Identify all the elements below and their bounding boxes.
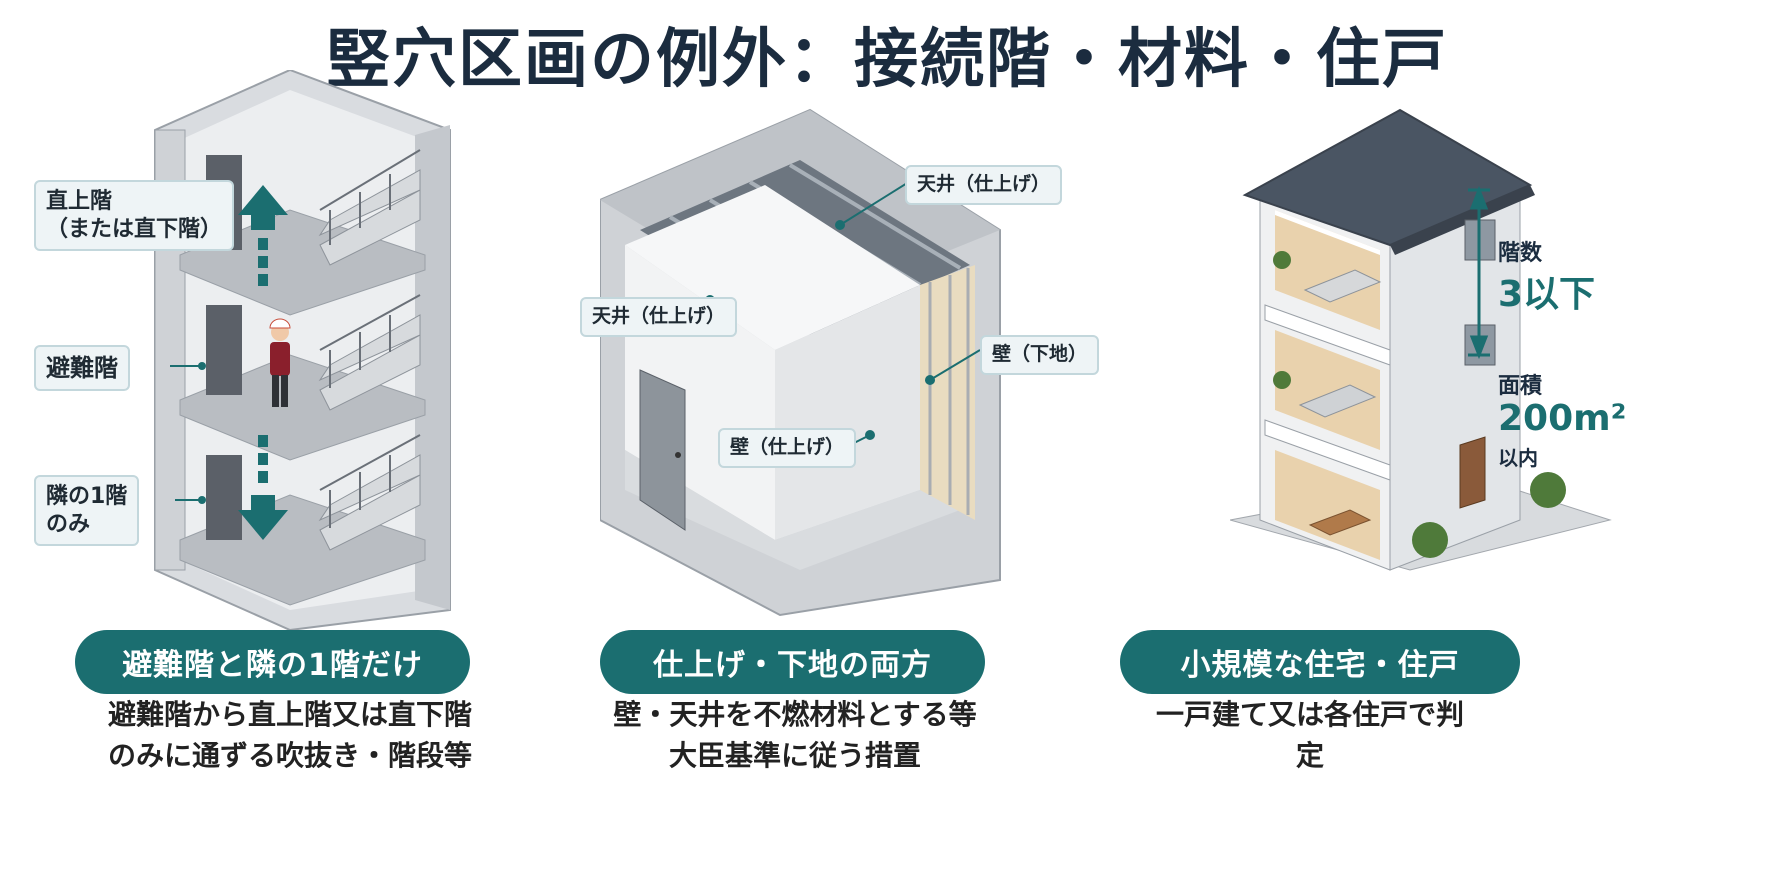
callout-evacuation-floor: 避難階 [34, 345, 130, 391]
house-illustration [1230, 108, 1612, 571]
badge-finish-and-base: 仕上げ・下地の両方 [600, 630, 985, 694]
desc-panel2: 壁・天井を不燃材料とする等 大臣基準に従う措置 [600, 695, 990, 776]
door-icon [639, 369, 686, 531]
callout-wall-finish: 壁（仕上げ） [718, 428, 857, 468]
callout-wall-base: 壁（下地） [980, 335, 1100, 375]
badge-evacuation-adjacent: 避難階と隣の1階だけ [75, 630, 470, 694]
desc-panel3: 一戸建て又は各住戸で判定 [1150, 695, 1470, 776]
area-value: 200m² [1498, 398, 1627, 439]
callout-upper-floor-label: 直上階 [46, 189, 113, 214]
callout-adjacent-floor: 隣の1階 のみ [34, 475, 140, 546]
callout-ceiling-base: 天井（仕上げ） [905, 165, 1063, 205]
floors-value: 3以下 [1498, 274, 1596, 315]
area-label: 面積 [1498, 374, 1543, 399]
desc-panel1: 避難階から直上階又は直下階 のみに通ずる吹抜き・階段等 [60, 695, 520, 776]
callout-adjacent-floor-label: 隣の1階 [46, 484, 128, 509]
stairwell-illustration-panel: 直上階 （または直下階） 避難階 隣の1階 のみ 避難階と隣の1階だけ [30, 70, 550, 710]
desc-panel2-line2: 大臣基準に従う措置 [668, 738, 921, 772]
floors-label: 階数 [1498, 241, 1543, 266]
stairs-icon [318, 169, 421, 551]
desc-panel2-line1: 壁・天井を不燃材料とする等 [613, 698, 977, 731]
small-house-panel: 階数 3以下 面積 200m² 以内 小規模な住宅・住戸 [1120, 70, 1760, 710]
callout-upper-floor: 直上階 （または直下階） [34, 180, 235, 251]
dimension-arrow-icon [1468, 185, 1490, 360]
door-icon [1459, 436, 1486, 509]
callout-ceiling-finish: 天井（仕上げ） [580, 297, 738, 337]
callout-upper-floor-sublabel: （または直下階） [46, 216, 223, 242]
desc-panel3-line1: 一戸建て又は各住戸で判定 [1155, 698, 1464, 772]
room-cutaway-panel: 天井（仕上げ） 天井（仕上げ） 壁（下地） 壁（仕上げ） 仕上げ・下地の両方 [580, 70, 1160, 710]
room-cutaway-illustration [600, 108, 1001, 617]
badge-small-residence: 小規模な住宅・住戸 [1120, 630, 1520, 694]
page-title: 竪穴区画の例外：接続階・材料・住戸 [326, 23, 1448, 97]
area-suffix: 以内 [1498, 446, 1538, 470]
arrow-up-icon [238, 185, 288, 286]
arrow-down-icon [238, 435, 288, 540]
callout-adjacent-floor-sublabel: のみ [46, 511, 91, 537]
desc-panel1-line1: 避難階から直上階又は直下階 [107, 698, 472, 731]
person-icon [269, 318, 291, 407]
desc-panel1-line2: のみに通ずる吹抜き・階段等 [107, 738, 472, 772]
